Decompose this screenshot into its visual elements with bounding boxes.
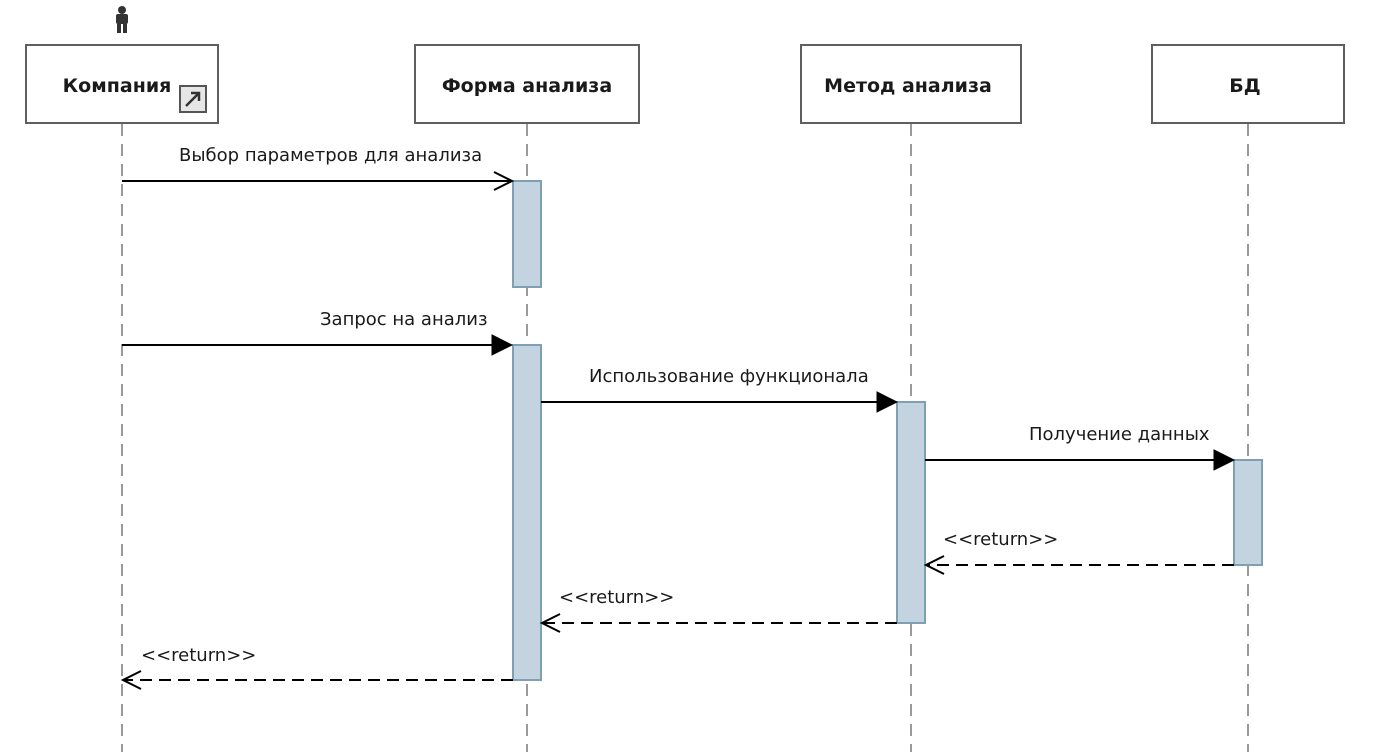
message-label: <<return>> xyxy=(141,645,256,666)
message-label: Получение данных xyxy=(1029,424,1210,445)
return-message[interactable]: <<return>> xyxy=(539,587,897,633)
lifeline-head-analysis-method[interactable]: Метод анализа xyxy=(800,44,1022,124)
message-label: <<return>> xyxy=(559,587,674,608)
return-message[interactable]: <<return>> xyxy=(923,529,1234,575)
return-message[interactable]: <<return>> xyxy=(120,645,513,690)
lifeline-name: БД xyxy=(1229,75,1260,97)
message-label: Использование функционала xyxy=(589,366,869,387)
message-label: <<return>> xyxy=(943,529,1058,550)
lifeline-name: Форма анализа xyxy=(442,75,612,97)
activation-bar xyxy=(512,180,542,288)
lifeline-head-company[interactable]: Компания xyxy=(25,44,219,124)
message-label: Выбор параметров для анализа xyxy=(179,145,482,166)
message-use-functionality[interactable]: Использование функционала xyxy=(541,366,899,413)
lifeline-head-analysis-form[interactable]: Форма анализа xyxy=(414,44,640,124)
message-select-parameters[interactable]: Выбор параметров для анализа xyxy=(122,145,515,191)
activation-bar xyxy=(1233,459,1263,566)
message-label: Запрос на анализ xyxy=(320,309,488,330)
message-analysis-request[interactable]: Запрос на анализ xyxy=(122,309,514,356)
lifeline-name: Компания xyxy=(63,75,172,97)
activation-bar xyxy=(896,401,926,624)
lifeline-name: Метод анализа xyxy=(824,75,992,97)
activation-bar xyxy=(512,344,542,681)
message-get-data[interactable]: Получение данных xyxy=(925,424,1236,471)
lifeline-head-db[interactable]: БД xyxy=(1151,44,1345,124)
link-arrow-icon[interactable] xyxy=(179,85,207,113)
actor-icon xyxy=(116,6,128,33)
